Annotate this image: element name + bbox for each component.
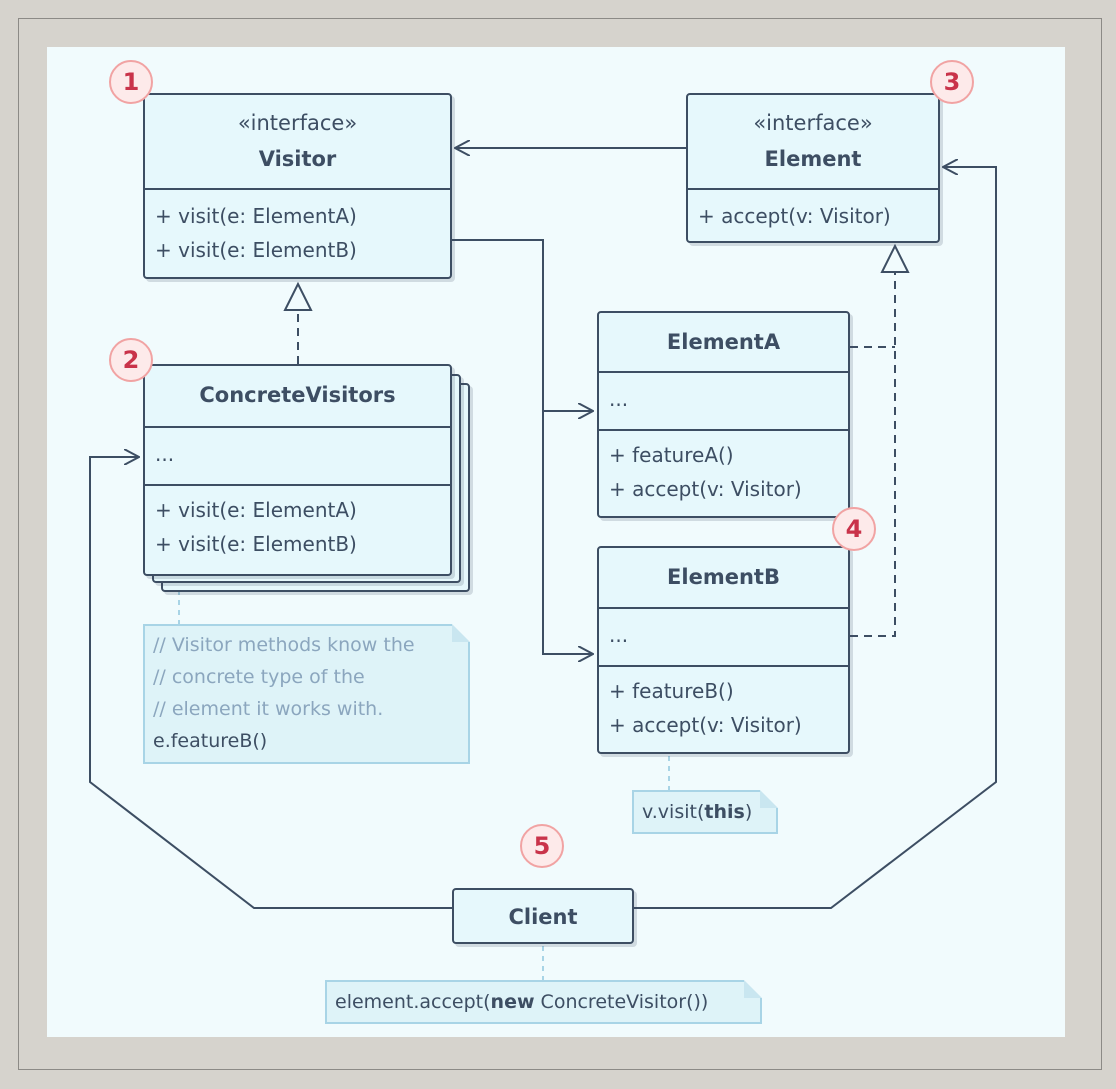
visitor-method: + visit(e: ElementB): [155, 238, 357, 262]
visitor-stereotype: «interface»: [237, 111, 358, 135]
outer-frame: [18, 18, 1102, 1070]
visitor-elements-arrow-a: [452, 239, 592, 411]
concrete-visitor-realization-head: [283, 281, 313, 311]
accept-note-suffix: ): [744, 801, 753, 823]
badge-1: 1: [109, 60, 153, 104]
client-note-code: element.accept(new ConcreteVisitor()): [335, 991, 708, 1013]
element-method: + accept(v: Visitor): [698, 204, 891, 228]
element-a-method: + accept(v: Visitor): [609, 477, 802, 501]
client-note-suffix: ConcreteVisitor()): [534, 991, 709, 1013]
note-comment-line: // element it works with.: [153, 698, 384, 720]
badge-4: 4: [832, 507, 876, 551]
client-concrete-visitor-arrow: [89, 457, 452, 909]
concrete-visitors-field: ...: [155, 442, 175, 466]
client-note-keyword: new: [490, 991, 535, 1013]
badge-2: 2: [109, 338, 153, 382]
element-a-method: + featureA(): [609, 443, 734, 467]
concrete-visitors-box: ConcreteVisitors ... + visit(e: ElementA…: [143, 364, 452, 576]
client-note-prefix: element.accept(: [335, 991, 491, 1013]
accept-note: v.visit(this): [632, 790, 778, 834]
visitor-method: + visit(e: ElementA): [155, 204, 357, 228]
concrete-visitors-method: + visit(e: ElementA): [155, 498, 357, 522]
client-title: Client: [508, 905, 578, 929]
element-b-field: ...: [609, 623, 629, 647]
note-code-line: e.featureB(): [153, 730, 268, 752]
client-element-arrow: [634, 167, 997, 909]
element-b-title: ElementB: [667, 565, 780, 589]
note-comment-line: // concrete type of the: [153, 666, 365, 688]
note-fold: [760, 790, 778, 808]
badge-5: 5: [520, 824, 564, 868]
element-stereotype: «interface»: [753, 111, 873, 135]
client-box: Client: [452, 888, 634, 944]
element-a-field: ...: [609, 387, 629, 411]
element-a-box: ElementA ... + featureA() + accept(v: Vi…: [597, 311, 850, 518]
element-b-method: + accept(v: Visitor): [609, 713, 802, 737]
client-note: element.accept(new ConcreteVisitor()): [325, 980, 762, 1024]
visitor-elements-arrow-b: [542, 411, 592, 654]
accept-note-prefix: v.visit(: [642, 801, 705, 823]
note-fold: [744, 980, 762, 998]
element-b-realization: [850, 272, 896, 637]
accept-note-code: v.visit(this): [642, 801, 752, 823]
concrete-visitors-method: + visit(e: ElementB): [155, 532, 357, 556]
element-interface-box: «interface» Element + accept(v: Visitor): [686, 93, 940, 243]
element-b-method: + featureB(): [609, 679, 734, 703]
element-title: Element: [764, 147, 862, 171]
note-comment-line: // Visitor methods know the: [153, 634, 415, 656]
element-a-title: ElementA: [666, 330, 781, 354]
accept-note-keyword: this: [704, 801, 745, 823]
visitor-interface-box: «interface» Visitor + visit(e: ElementA)…: [143, 93, 452, 279]
visitor-methods-note: // Visitor methods know the // concrete …: [143, 624, 470, 764]
concrete-visitors-title: ConcreteVisitors: [199, 383, 396, 407]
element-b-box: ElementB ... + featureB() + accept(v: Vi…: [597, 546, 850, 754]
badge-3: 3: [930, 60, 974, 104]
element-realization-head: [880, 243, 910, 273]
note-fold: [452, 624, 470, 642]
visitor-title: Visitor: [258, 147, 337, 171]
